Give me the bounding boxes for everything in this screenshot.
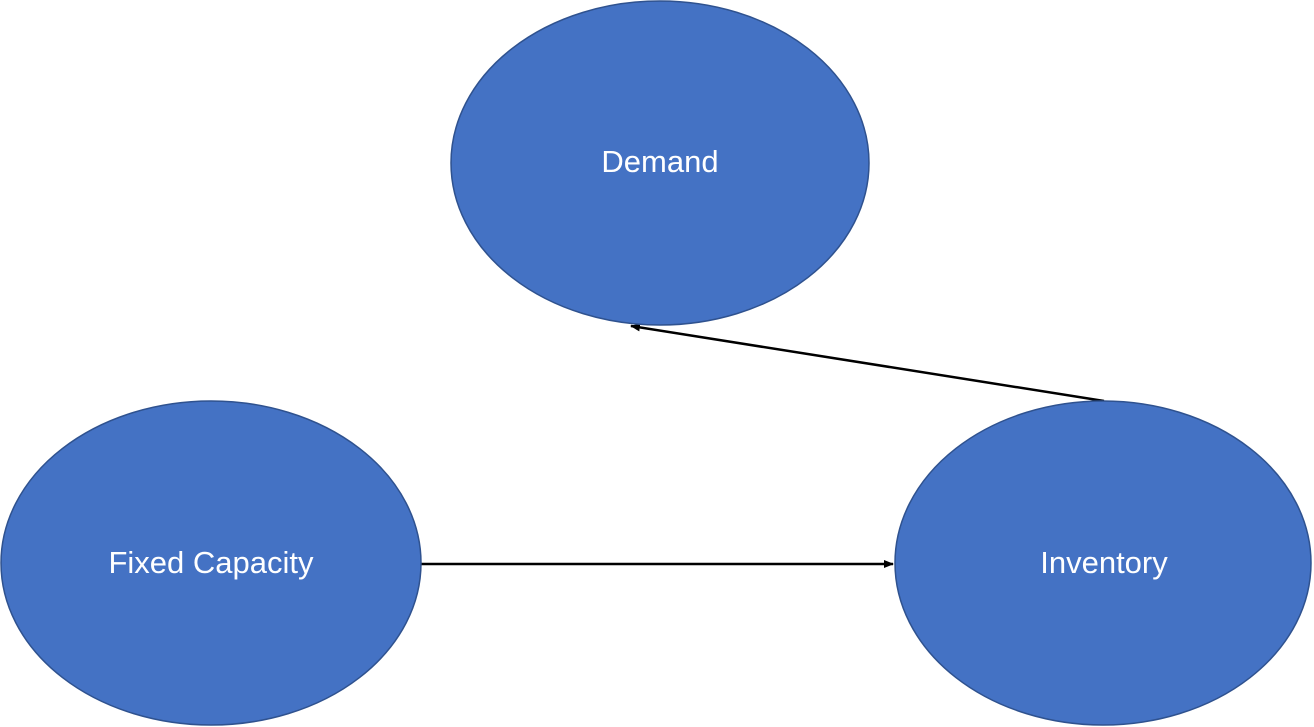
edges [421,323,1105,568]
demand-label: Demand [601,144,718,179]
edge-inventory-to-demand [630,323,1105,403]
inventory-label: Inventory [1040,545,1168,580]
demand-ellipse [450,0,870,326]
fixed-capacity-label: Fixed Capacity [108,545,314,580]
node-demand: Demand [450,0,870,326]
node-inventory: Inventory [894,400,1312,726]
node-fixed-capacity: Fixed Capacity [0,400,422,726]
inventory-ellipse [894,400,1312,726]
fixed-capacity-ellipse [0,400,422,726]
